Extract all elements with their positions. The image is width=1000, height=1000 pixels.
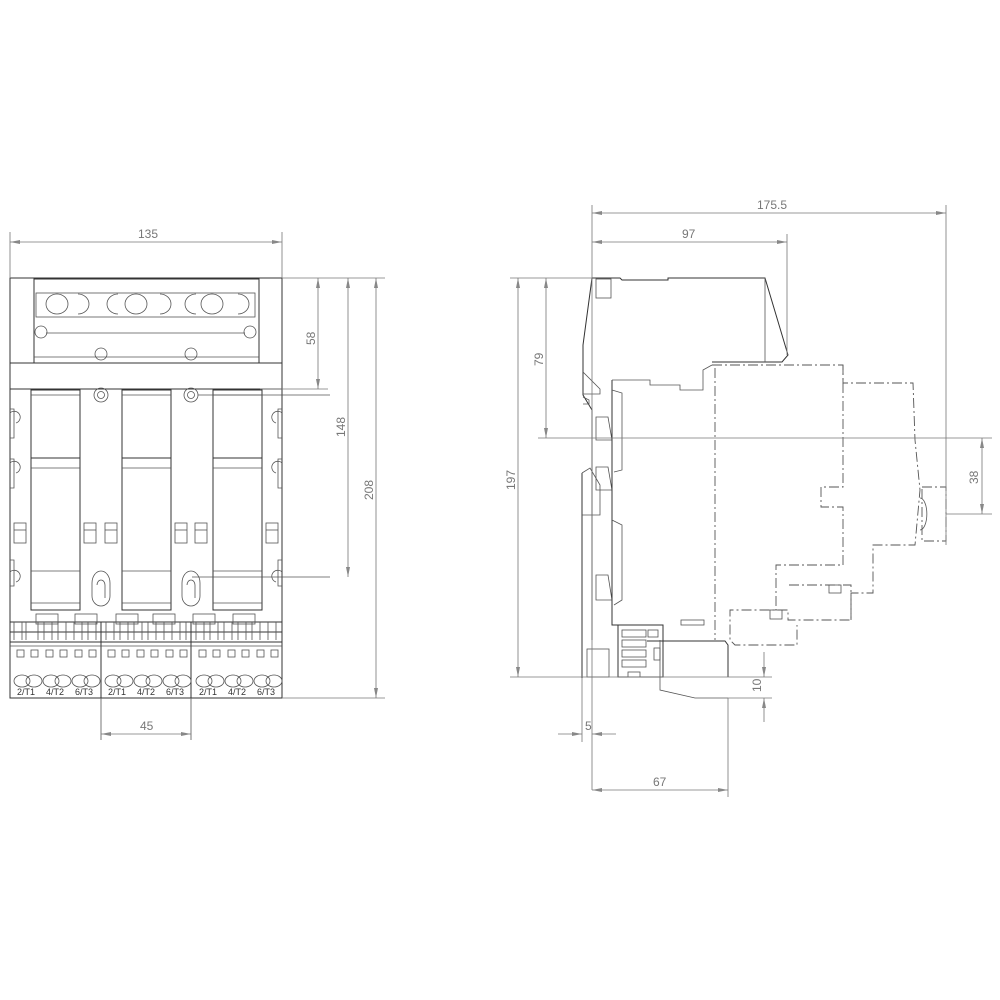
knob-ovals <box>45 293 250 315</box>
terminal-label: 6/T3 <box>257 687 275 697</box>
terminal-label: 4/T2 <box>137 687 155 697</box>
screw-hole <box>184 347 198 361</box>
release-buttons <box>16 649 279 658</box>
pole-2 <box>121 389 172 611</box>
dim-height-58: 58 <box>304 331 318 345</box>
terminal-label: 4/T2 <box>228 687 246 697</box>
terminal-label: 2/T1 <box>17 687 35 697</box>
mounting-hole <box>97 391 105 399</box>
terminal-label: 2/T1 <box>199 687 217 697</box>
top-cover <box>33 278 260 364</box>
mounting-hole <box>187 391 195 399</box>
dim-offset-38: 38 <box>967 470 981 484</box>
terminal-label: 4/T2 <box>46 687 64 697</box>
keyhole-slot <box>91 570 111 607</box>
side-clips <box>9 408 283 587</box>
dim-height-208: 208 <box>362 480 376 500</box>
dim-offset-10: 10 <box>750 678 764 692</box>
screw-hole <box>34 325 48 339</box>
dim-depth-97: 97 <box>682 227 696 241</box>
dim-width-135: 135 <box>138 227 158 241</box>
terminal-label: 6/T3 <box>166 687 184 697</box>
mounting-hole <box>93 387 109 403</box>
side-terminal-slots <box>621 629 661 668</box>
latch-boxes <box>13 522 279 544</box>
screw-hole <box>94 347 108 361</box>
dim-height-79: 79 <box>532 352 546 366</box>
side-view: 175.5 97 79 197 38 10 5 67 <box>504 198 992 797</box>
front-dimensions: 135 58 148 208 45 <box>9 227 385 736</box>
dim-height-197: 197 <box>504 470 518 490</box>
terminal-block: 2/T1 4/T2 6/T3 2/T1 4/T2 6/T3 2/T1 4/T2 … <box>9 613 283 740</box>
terminal-label: 2/T1 <box>108 687 126 697</box>
side-dimensions: 175.5 97 79 197 38 10 5 67 <box>504 198 992 797</box>
dim-pitch-45: 45 <box>140 719 154 733</box>
front-view: 2/T1 4/T2 6/T3 2/T1 4/T2 6/T3 2/T1 4/T2 … <box>9 227 385 740</box>
screw-hole <box>243 325 257 339</box>
top-cover-profile <box>592 277 789 363</box>
dim-height-148: 148 <box>334 417 348 437</box>
hidden-outline <box>712 364 921 646</box>
wire-entries <box>13 674 283 688</box>
terminal-label: 6/T3 <box>75 687 93 697</box>
dim-depth-67: 67 <box>653 775 667 789</box>
knob-strip <box>35 292 256 318</box>
pole-1 <box>30 389 81 611</box>
dim-rail-5: 5 <box>585 719 592 733</box>
dim-depth-175-5: 175.5 <box>757 198 787 212</box>
front-body-outline <box>9 277 283 699</box>
mounting-hole <box>183 387 199 403</box>
keyhole-slot <box>181 570 201 607</box>
